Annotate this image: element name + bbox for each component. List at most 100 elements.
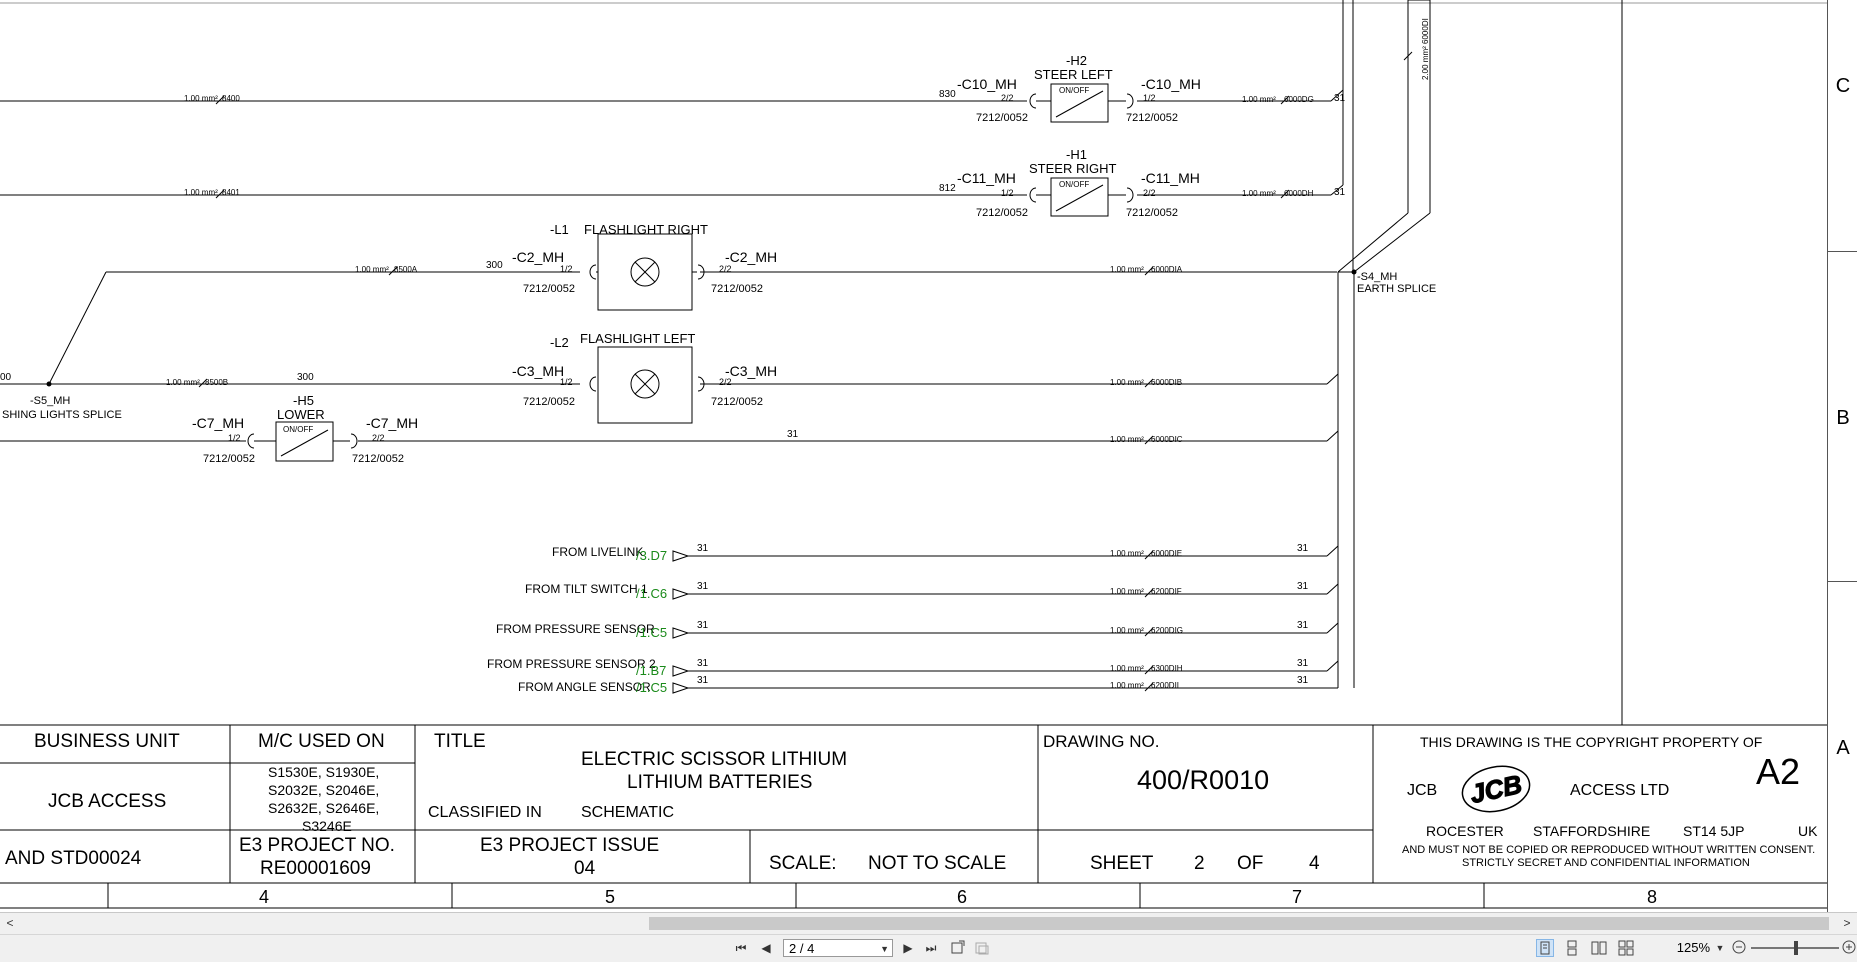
dropdown-caret-icon: ▼ [880,944,889,954]
grid-row-a: A [1836,737,1850,759]
wire-number: 31 [1334,93,1346,104]
fit-page-icon[interactable] [949,939,967,957]
svg-text:LITHIUM BATTERIES: LITHIUM BATTERIES [627,772,812,793]
svg-text:STEER RIGHT: STEER RIGHT [1029,161,1116,176]
wire-label-6000DIA: 1.00 mm² [1110,265,1144,274]
schematic-drawing: 1.00 mm² 8400 1.00 mm² 8401 1.00 mm² 850… [0,0,1827,909]
xref-label: FROM LIVELINK [552,545,643,559]
navigation-toolbar: ⏮ ◀ 2 / 4 ▼ ▶ ⏭ 125% ▼ [0,934,1857,961]
zoom-dropdown-caret-icon[interactable]: ▼ [1715,943,1725,953]
svg-text:RE00001609: RE00001609 [260,858,371,879]
xref-label: FROM TILT SWITCH 1 [525,582,648,596]
svg-text:2: 2 [1194,853,1205,874]
svg-text:1/2: 1/2 [1001,188,1014,198]
svg-text:8401: 8401 [222,188,240,197]
svg-text:6000DIC: 6000DIC [1151,435,1183,444]
splice-s5: -S5_MH SHING LIGHTS SPLICE 00 [0,372,122,421]
svg-text:ON/OFF: ON/OFF [1059,86,1089,95]
wire-number: 31 [1297,620,1309,631]
page-selector-value: 2 / 4 [789,941,815,956]
title-block [0,724,1827,909]
svg-text:-S4_MH: -S4_MH [1357,271,1397,283]
svg-text:8400: 8400 [222,94,240,103]
scroll-left-button[interactable]: < [6,916,14,930]
svg-text:E3 PROJECT ISSUE: E3 PROJECT ISSUE [480,835,659,856]
wire-number: 31 [697,543,709,554]
wire-number: 31 [1297,675,1309,686]
fit-width-icon[interactable] [973,939,991,957]
next-page-button[interactable]: ▶ [903,941,913,955]
svg-text:7212/0052: 7212/0052 [203,453,255,465]
svg-text:-L1: -L1 [550,222,569,237]
svg-text:-C3_MH: -C3_MH [512,363,564,379]
component-l1: -L1 FLASHLIGHT RIGHT -C2_MH -C2_MH 1/2 2… [512,222,777,295]
svg-text:EARTH SPLICE: EARTH SPLICE [1357,283,1436,295]
svg-text:THIS DRAWING IS THE COPYRIGHT: THIS DRAWING IS THE COPYRIGHT PROPERTY O… [1420,734,1762,750]
svg-text:-C10_MH: -C10_MH [957,76,1017,92]
zoom-in-button[interactable] [1841,939,1857,957]
svg-text:OF: OF [1237,853,1263,874]
svg-text:DRAWING NO.: DRAWING NO. [1043,732,1159,751]
svg-text:1/2: 1/2 [228,433,241,443]
svg-text:2/2: 2/2 [1143,188,1156,198]
two-page-continuous-icon[interactable] [1617,939,1635,957]
svg-text:S2632E, S2646E,: S2632E, S2646E, [268,800,379,816]
component-l2: -L2 FLASHLIGHT LEFT -C3_MH -C3_MH 1/2 2/… [512,331,777,408]
svg-text:TITLE: TITLE [434,731,486,752]
svg-text:ROCESTER: ROCESTER [1426,823,1504,839]
wire-number: 31 [697,675,709,686]
scroll-track[interactable] [22,917,1835,930]
svg-text:6000DIB: 6000DIB [1151,378,1182,387]
svg-text:A2: A2 [1756,751,1800,792]
svg-text:-C11_MH: -C11_MH [1141,170,1200,186]
first-page-button[interactable]: ⏮ [735,941,747,955]
svg-text:-C2_MH: -C2_MH [725,249,777,265]
grid-row-b: B [1836,407,1850,429]
svg-text:-C7_MH: -C7_MH [366,415,418,431]
svg-text:JCB: JCB [1407,782,1437,799]
last-page-button[interactable]: ⏭ [925,941,937,955]
xref-link: /1.C5 [636,680,667,695]
document-viewport[interactable]: 1.00 mm² 8400 1.00 mm² 8401 1.00 mm² 850… [0,0,1857,912]
single-page-view-icon[interactable] [1536,939,1554,957]
svg-text:6200DII: 6200DII [1151,681,1179,690]
zoom-out-button[interactable] [1730,939,1748,957]
splice-s4: -S4_MH EARTH SPLICE [1357,271,1436,295]
xref-label: FROM PRESSURE SENSOR 2 [487,657,656,671]
continuous-view-icon[interactable] [1563,939,1581,957]
zoom-slider-thumb[interactable] [1794,941,1798,955]
two-page-view-icon[interactable] [1590,939,1608,957]
grid-columns: 4 5 6 7 8 [259,887,1657,907]
svg-text:SHEET: SHEET [1090,853,1154,874]
svg-text:7212/0052: 7212/0052 [523,283,575,295]
page-selector[interactable]: 2 / 4 ▼ [783,939,893,957]
wire-label-8500A: 1.00 mm² [355,265,389,274]
scroll-right-button[interactable]: > [1843,916,1851,930]
scroll-thumb[interactable] [649,917,1829,930]
wire-label-6000DIE: 1.00 mm² [1110,549,1144,558]
svg-text:6000DIE: 6000DIE [1151,549,1182,558]
wire-number: 31 [1297,543,1309,554]
svg-text:6000DG: 6000DG [1284,95,1314,104]
svg-text:-H1: -H1 [1066,147,1087,162]
xref-label: FROM PRESSURE SENSOR [496,622,655,636]
wire-number: 830 [939,89,956,100]
svg-text:FLASHLIGHT RIGHT: FLASHLIGHT RIGHT [584,222,708,237]
svg-text:6200DIF: 6200DIF [1151,587,1182,596]
svg-text:7212/0052: 7212/0052 [523,396,575,408]
svg-text:S2032E, S2046E,: S2032E, S2046E, [268,782,379,798]
wire-label-6000DIC: 1.00 mm² [1110,435,1144,444]
svg-text:400/R0010: 400/R0010 [1137,765,1269,795]
svg-text:00: 00 [0,372,12,383]
svg-text:M/C USED ON: M/C USED ON [258,731,385,752]
zoom-level[interactable]: 125% [1676,940,1710,955]
svg-text:1/2: 1/2 [560,377,573,387]
jcb-logo: JCB [1461,765,1531,813]
horizontal-scrollbar[interactable]: < > [0,912,1857,934]
svg-text:6000DIA: 6000DIA [1151,265,1183,274]
svg-text:ST14 5JP: ST14 5JP [1683,823,1744,839]
previous-page-button[interactable]: ◀ [761,941,771,955]
wire-label-6200DIF: 1.00 mm² [1110,587,1144,596]
svg-text:2/2: 2/2 [719,264,732,274]
svg-text:ELECTRIC SCISSOR LITHIUM: ELECTRIC SCISSOR LITHIUM [581,749,847,770]
